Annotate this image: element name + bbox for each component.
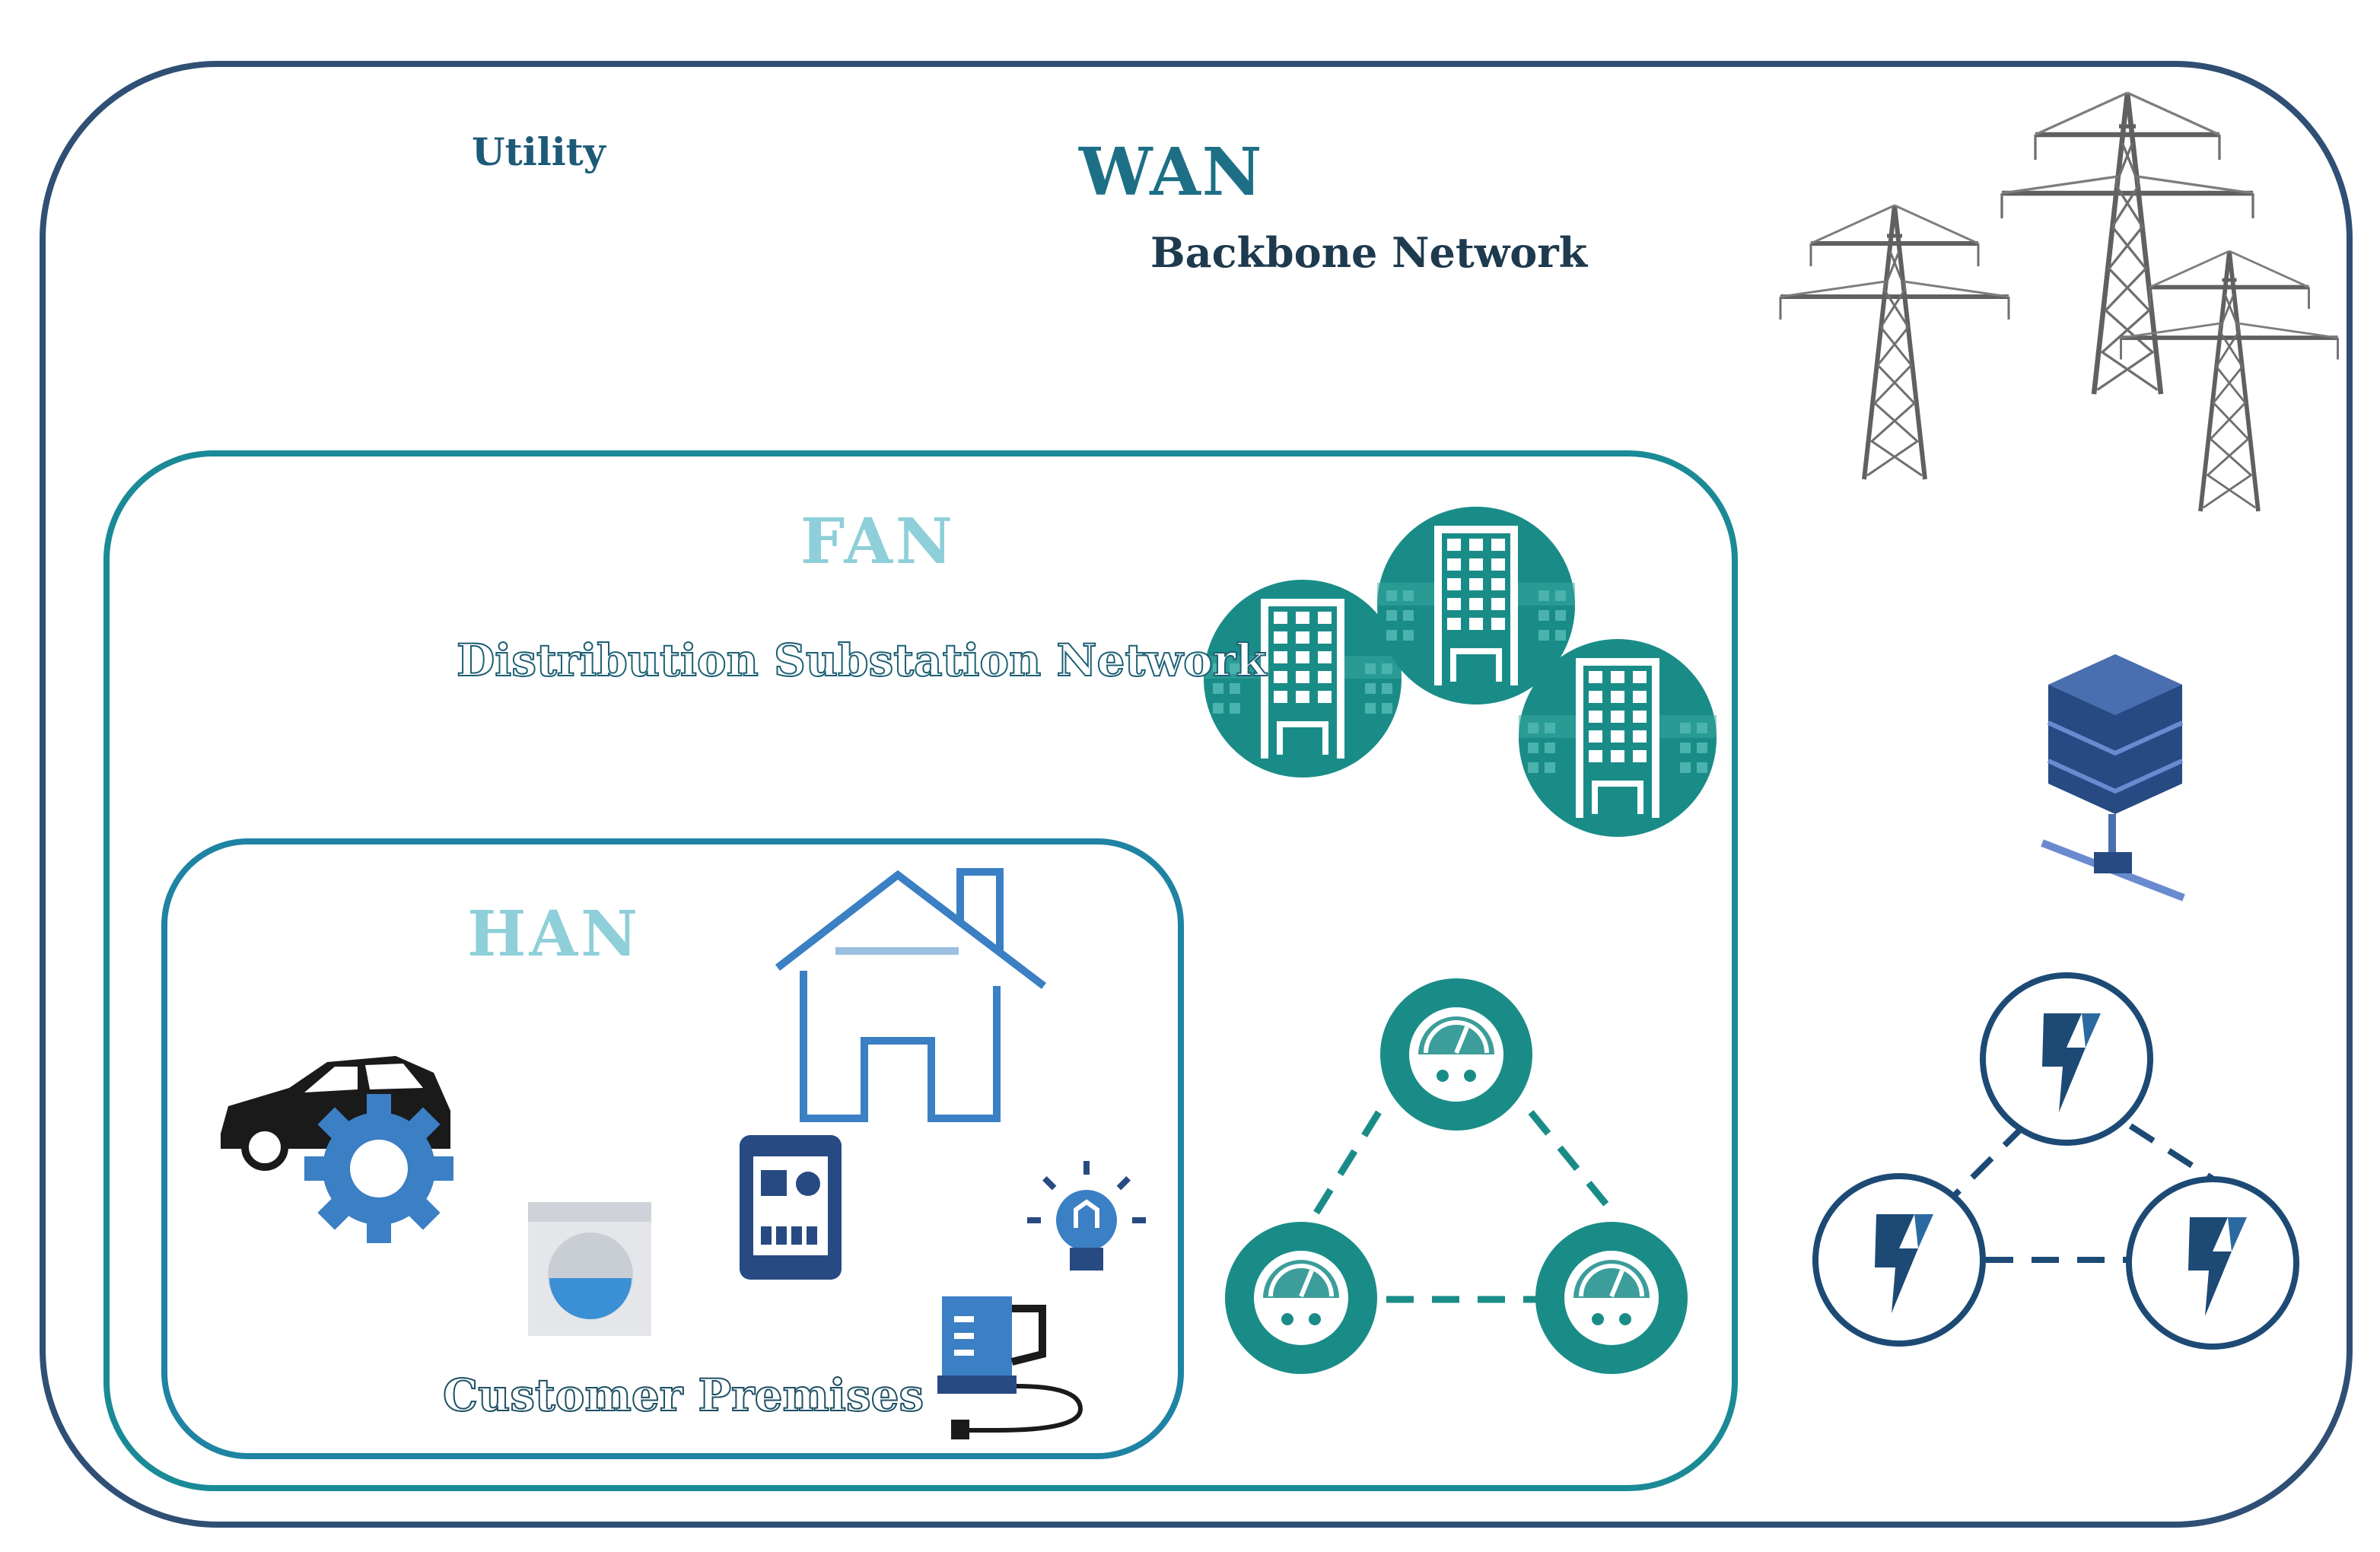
- house-icon: [775, 868, 1047, 1122]
- han-boundary: [161, 838, 1184, 1459]
- washing-machine-icon: [528, 1202, 651, 1336]
- wan-title: WAN: [1079, 134, 1264, 211]
- server-stack-icon: [2041, 654, 2185, 902]
- lightning-node-icon: [1815, 975, 2296, 1347]
- kettle-icon: [937, 1296, 1083, 1439]
- smart-bulb-icon: [1027, 1161, 1146, 1271]
- tablet-display-icon: [740, 1135, 842, 1280]
- fan-title: FAN: [800, 505, 956, 578]
- han-subtitle: Customer Premises: [442, 1369, 924, 1422]
- wan-boundary: [40, 61, 2353, 1528]
- wan-subtitle: Backbone Network: [1150, 228, 1588, 277]
- utility-label: Utility: [472, 129, 606, 174]
- han-title: HAN: [467, 898, 641, 971]
- fan-boundary: [103, 450, 1738, 1491]
- fan-subtitle: Distribution Substation Network: [456, 634, 1268, 687]
- transmission-tower-icon: [1780, 93, 2338, 511]
- gear-icon: [304, 1094, 453, 1243]
- office-building-icon: [1204, 507, 1717, 837]
- smart-meter-icon: [1225, 978, 1688, 1374]
